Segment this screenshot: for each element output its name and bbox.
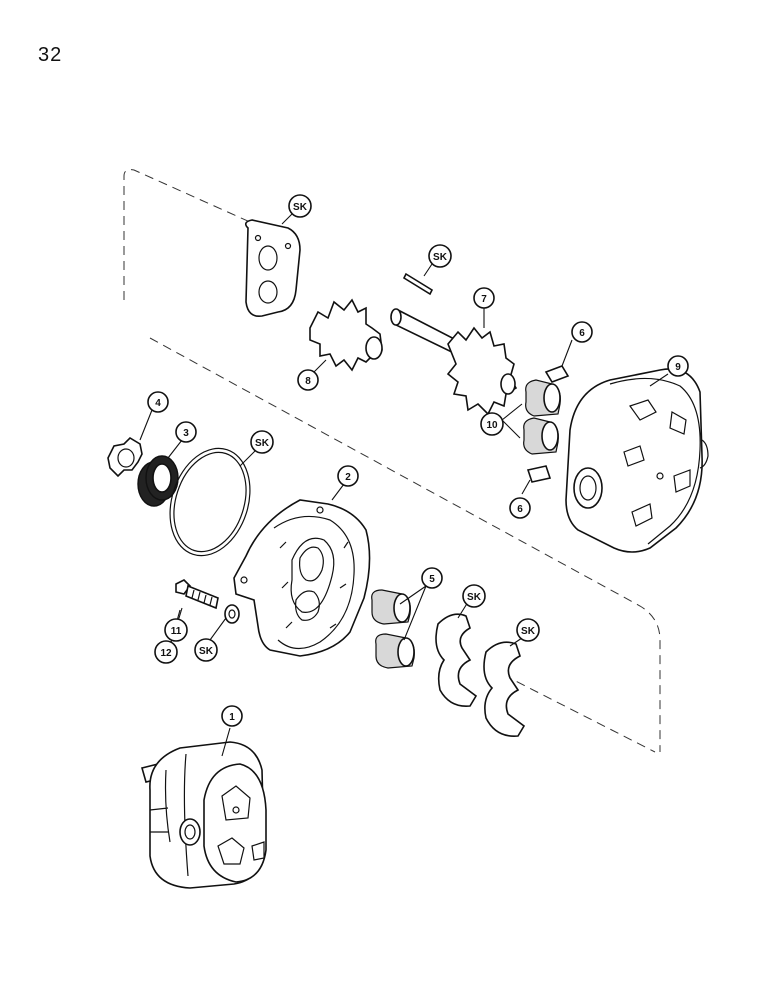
callout-5-label: 5 <box>429 574 435 585</box>
rear-gasket <box>244 219 301 318</box>
callout-sk-wear-plate-seal-1-label: SK <box>467 592 482 603</box>
callout-6-lower-label: 6 <box>517 504 523 515</box>
callout-10: 10 <box>480 412 504 436</box>
callout-9-label: 9 <box>675 362 681 373</box>
driven-gear <box>309 298 383 372</box>
callout-sk-seal-washer-label: SK <box>199 646 214 657</box>
wear-plate-seal-2 <box>483 641 526 737</box>
pump-body <box>565 368 709 553</box>
drive-gear <box>390 308 518 416</box>
cap-screw <box>175 579 219 610</box>
key <box>402 272 434 296</box>
callout-3-label: 3 <box>183 428 189 439</box>
callout-4: 4 <box>147 391 169 413</box>
callout-2-label: 2 <box>345 472 351 483</box>
callout-sk-rear-gasket: SK <box>288 194 312 218</box>
dowel-pin-upper <box>544 365 570 383</box>
shaft-seal <box>137 455 179 507</box>
callout-12: 12 <box>154 640 178 664</box>
callout-1: 1 <box>221 705 243 727</box>
callout-11-label: 11 <box>171 626 182 637</box>
callout-8-label: 8 <box>305 376 311 387</box>
washer <box>224 604 240 624</box>
callout-6-upper: 6 <box>571 321 593 343</box>
retaining-ring <box>107 436 143 478</box>
callout-sk-wear-plate-seal-1: SK <box>462 584 486 608</box>
rear-bushing <box>523 379 561 455</box>
callout-sk-rear-gasket-label: SK <box>293 202 308 213</box>
callout-sk-wear-plate-seal-2: SK <box>516 618 540 642</box>
wear-plate-seal-1 <box>435 613 478 707</box>
o-ring <box>169 447 251 557</box>
page-number: 32 <box>38 44 63 66</box>
callout-sk-key-label: SK <box>433 252 448 263</box>
callout-2: 2 <box>337 465 359 487</box>
callout-11: 11 <box>164 618 188 642</box>
callout-sk-key: SK <box>428 244 452 268</box>
callout-5: 5 <box>421 567 443 589</box>
callout-sk-wear-plate-seal-2-label: SK <box>521 626 536 637</box>
callout-8: 8 <box>297 369 319 391</box>
callout-7: 7 <box>473 287 495 309</box>
callout-9: 9 <box>667 355 689 377</box>
callout-12-label: 12 <box>160 648 172 659</box>
callout-6-lower: 6 <box>509 497 531 519</box>
callout-6-upper-label: 6 <box>579 328 585 339</box>
leader-lines <box>139 213 669 757</box>
seal-kit-boundary <box>123 169 661 753</box>
callout-sk-o-ring: SK <box>250 430 274 454</box>
callout-sk-seal-washer: SK <box>194 638 218 662</box>
pump-assembly <box>141 741 267 889</box>
callout-7-label: 7 <box>481 294 487 305</box>
callout-sk-o-ring-label: SK <box>255 438 270 449</box>
front-cover <box>233 499 371 657</box>
callout-1-label: 1 <box>229 712 235 723</box>
callout-3: 3 <box>175 421 197 443</box>
dowel-pin-lower <box>526 465 552 483</box>
callout-4-label: 4 <box>155 398 161 409</box>
callout-10-label: 10 <box>486 420 498 431</box>
front-bushing <box>371 589 415 669</box>
